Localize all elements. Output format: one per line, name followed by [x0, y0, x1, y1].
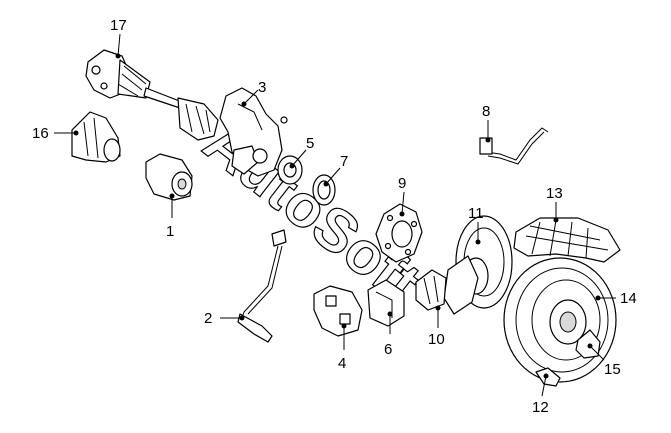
callout-8: 8 [482, 103, 491, 143]
callout-10: 10 [428, 305, 445, 348]
callout-12: 12 [532, 373, 549, 416]
callout-label-1: 1 [166, 223, 174, 240]
callout-1: 1 [166, 193, 175, 240]
callout-label-2: 2 [204, 310, 212, 327]
part-2-brake-line [237, 229, 287, 343]
callout-label-13: 13 [546, 185, 563, 202]
part-14-backing-plate [503, 257, 617, 383]
part-17-drive-shaft [85, 49, 219, 141]
callout-label-9: 9 [398, 175, 406, 192]
callout-label-4: 4 [338, 355, 346, 372]
part-5-bearing [277, 155, 303, 185]
callout-label-17: 17 [110, 17, 127, 34]
callout-label-15: 15 [604, 361, 621, 378]
callout-4: 4 [338, 323, 347, 372]
callout-7: 7 [323, 153, 348, 187]
part-6-caliper [367, 279, 405, 327]
callout-16: 16 [32, 125, 79, 142]
callout-15: 15 [587, 343, 621, 378]
callout-label-5: 5 [306, 135, 314, 152]
callout-3: 3 [241, 79, 266, 107]
part-16-boot [71, 111, 121, 163]
callout-9: 9 [398, 175, 406, 217]
callout-label-16: 16 [32, 125, 49, 142]
callout-label-7: 7 [340, 153, 348, 170]
callout-5: 5 [289, 135, 314, 169]
callout-6: 6 [384, 311, 393, 358]
part-3-knuckle [219, 87, 288, 177]
callout-label-11: 11 [468, 205, 484, 222]
part-4-caliper-carrier [313, 285, 363, 337]
callout-14: 14 [595, 290, 637, 307]
callout-13: 13 [546, 185, 563, 223]
part-8-sensor [479, 127, 549, 165]
part-10-pads [415, 269, 447, 311]
callout-11: 11 [468, 205, 484, 245]
part-9-hub [375, 203, 423, 263]
callout-17: 17 [110, 17, 127, 59]
callout-label-8: 8 [482, 103, 490, 120]
part-11-brake-disc [443, 215, 513, 315]
part-13-shield [513, 217, 621, 263]
callout-label-3: 3 [258, 79, 266, 96]
callout-label-6: 6 [384, 341, 392, 358]
callout-label-14: 14 [620, 290, 637, 307]
callout-label-10: 10 [428, 331, 445, 348]
callout-label-12: 12 [532, 399, 549, 416]
part-7-snap-ring [312, 174, 336, 206]
part-15-nut [575, 329, 601, 359]
part-1-bushing [145, 153, 193, 201]
callout-2: 2 [204, 310, 245, 327]
